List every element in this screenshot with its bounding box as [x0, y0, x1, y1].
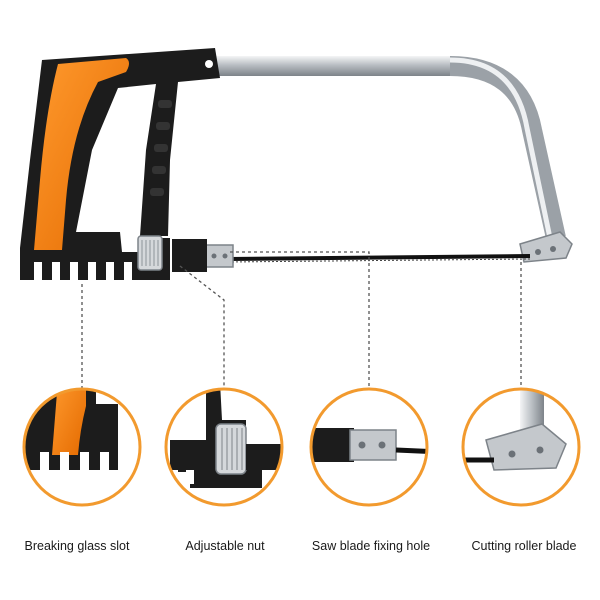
saw-blade-clamp-left — [204, 244, 234, 268]
leader-line-nut — [179, 265, 225, 388]
saw-blade-holder-right — [519, 231, 573, 263]
callout-cutting-roller-blade — [461, 387, 581, 507]
saw-grip-ribs — [150, 100, 172, 196]
callout-ring — [461, 387, 581, 507]
caption-saw-blade-fixing-hole: Saw blade fixing hole — [311, 539, 431, 553]
caption-breaking-glass-slot: Breaking glass slot — [24, 539, 130, 553]
saw-handle-orange-grip — [34, 58, 129, 250]
saw-blade — [227, 254, 531, 261]
caption-cutting-roller-blade: Cutting roller blade — [471, 539, 577, 553]
callout-breaking-glass-slot — [22, 387, 142, 507]
saw-glass-slot-teeth — [34, 262, 132, 282]
callout-adjustable-nut — [164, 387, 284, 507]
callout-ring — [164, 387, 284, 507]
hacksaw — [20, 48, 573, 282]
callout-ring — [22, 387, 142, 507]
leader-line-fixing-hole — [230, 251, 370, 388]
callout-saw-blade-fixing-hole — [309, 387, 429, 507]
callout-ring — [309, 387, 429, 507]
caption-adjustable-nut: Adjustable nut — [185, 539, 265, 553]
leader-lines — [81, 251, 522, 388]
saw-frame-curve — [449, 56, 566, 241]
saw-frame-top — [215, 56, 455, 76]
saw-hang-hole — [205, 60, 213, 68]
